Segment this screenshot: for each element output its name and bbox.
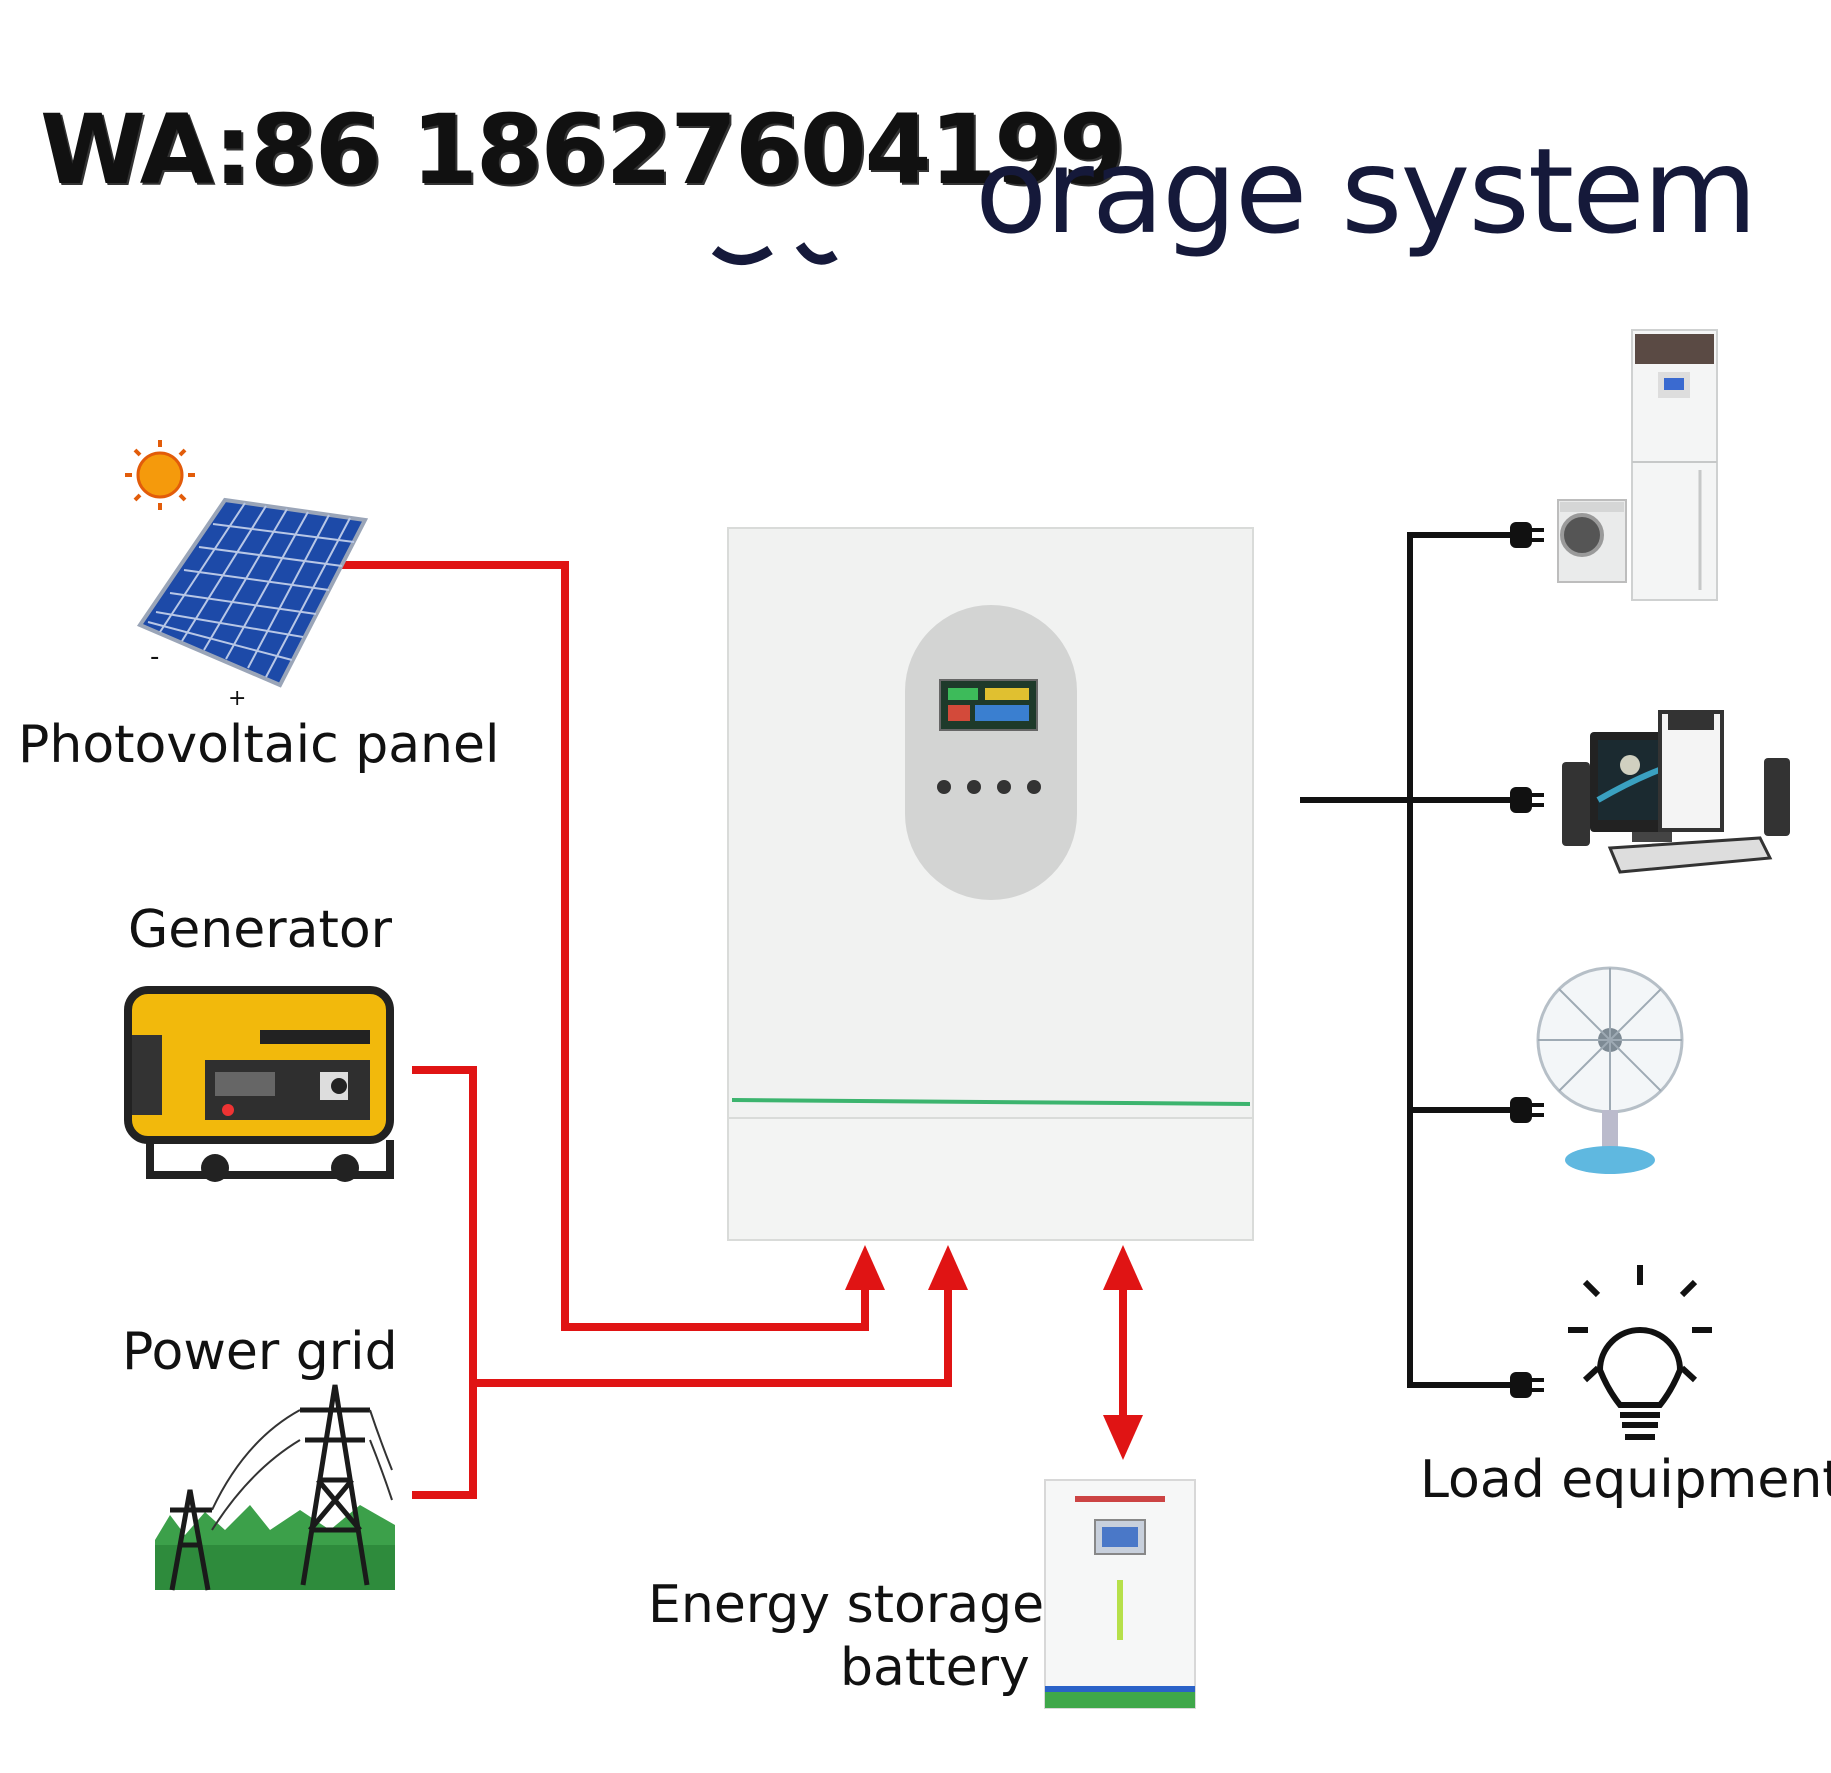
computer-icon (1562, 710, 1790, 874)
watermark-text: WA:86 18627604199 (40, 94, 1126, 206)
grid-arrow-head (928, 1245, 968, 1290)
plug-icon (1510, 1097, 1544, 1123)
pv-arrow-head (845, 1245, 885, 1290)
battery-label-line1: Energy storage (648, 1575, 1045, 1635)
sun-icon (125, 440, 195, 510)
battery-label-line2: battery (840, 1638, 1030, 1698)
plug-icon (1510, 1372, 1544, 1398)
generator-label: Generator (128, 900, 393, 960)
plug-icon (1510, 787, 1544, 813)
fan-icon (1536, 966, 1684, 1174)
light-bulb-icon (1568, 1265, 1712, 1440)
air-conditioner-icon (1631, 329, 1718, 601)
power-tower-icon (155, 1384, 395, 1591)
battery-cabinet-icon (1044, 1479, 1196, 1709)
battery-power-line (1103, 1245, 1143, 1460)
plug-icon (1510, 522, 1544, 548)
generator-grid-power-line (412, 1066, 952, 1499)
title-fragment (711, 242, 838, 265)
pv-minus-label: - (150, 642, 159, 672)
inverter-icon (727, 527, 1254, 1241)
pv-plus-label: + (228, 686, 246, 711)
generator-icon (124, 986, 394, 1182)
solar-panel-icon (136, 497, 369, 688)
load-label: Load equipment (1420, 1450, 1831, 1510)
diagram-title: orage system (975, 122, 1758, 260)
grid-label: Power grid (122, 1322, 398, 1382)
pv-label: Photovoltaic panel (18, 715, 500, 775)
load-bus-line (1300, 532, 1530, 1388)
pv-power-line (338, 561, 869, 1331)
washing-machine-icon (1557, 499, 1627, 583)
